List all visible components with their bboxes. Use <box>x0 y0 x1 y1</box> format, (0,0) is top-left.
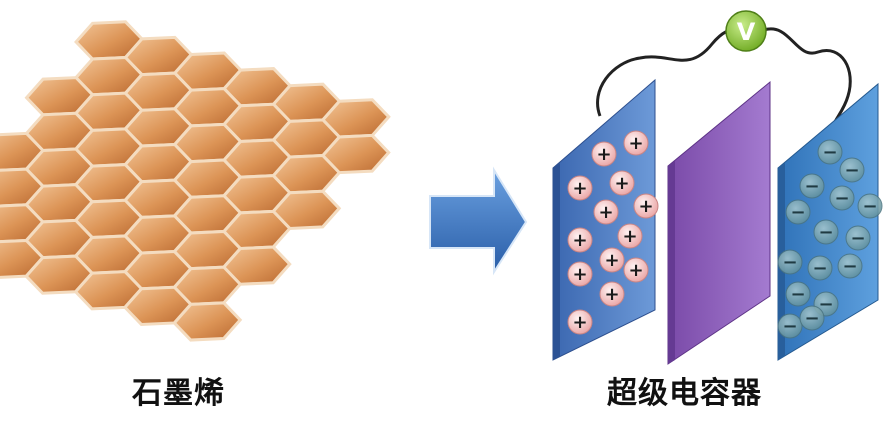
svg-text:+: + <box>572 264 587 285</box>
svg-text:−: − <box>818 222 833 243</box>
svg-text:−: − <box>812 258 827 279</box>
negative-ion-icon: − <box>813 219 839 245</box>
negative-ion-icon: − <box>845 225 871 251</box>
svg-text:−: − <box>782 316 797 337</box>
negative-ion-icon: − <box>785 281 811 307</box>
svg-text:+: + <box>572 178 587 199</box>
supercapacitor-caption: 超级电容器 <box>607 376 762 411</box>
positive-ion-icon: + <box>567 309 593 335</box>
svg-text:−: − <box>790 202 805 223</box>
positive-ion-icon: + <box>599 281 625 307</box>
left-electrode: +++++++++++++ <box>552 78 659 361</box>
positive-ion-icon: + <box>623 257 649 283</box>
positive-ion-icon: + <box>591 141 617 167</box>
voltmeter-icon: V <box>725 10 767 52</box>
svg-text:−: − <box>822 142 837 163</box>
negative-ion-icon: − <box>817 139 843 165</box>
svg-text:+: + <box>622 226 637 247</box>
svg-text:+: + <box>604 250 619 271</box>
svg-text:−: − <box>782 252 797 273</box>
positive-ion-group: +++++++++++++ <box>567 130 659 335</box>
negative-ion-icon: − <box>829 185 855 211</box>
arrow-right-icon <box>429 166 528 276</box>
voltmeter-label: V <box>737 18 756 46</box>
positive-ion-icon: + <box>593 199 619 225</box>
positive-ion-icon: + <box>567 227 593 253</box>
positive-ion-icon: + <box>599 247 625 273</box>
negative-ion-icon: − <box>837 253 863 279</box>
svg-text:−: − <box>842 256 857 277</box>
negative-ion-icon: − <box>799 173 825 199</box>
graphene-caption: 石墨烯 <box>132 376 225 411</box>
svg-text:+: + <box>638 196 653 217</box>
circuit-wire <box>596 27 852 125</box>
svg-text:−: − <box>834 188 849 209</box>
negative-ion-icon: − <box>785 199 811 225</box>
svg-text:+: + <box>604 284 619 305</box>
svg-text:+: + <box>628 133 643 154</box>
svg-text:−: − <box>862 196 877 217</box>
negative-ion-icon: − <box>857 193 883 219</box>
svg-text:+: + <box>628 260 643 281</box>
graphene-sheet <box>0 20 391 342</box>
negative-ion-group: −−−−−−−−−−−−−−− <box>777 139 883 339</box>
svg-text:+: + <box>598 202 613 223</box>
negative-ion-icon: − <box>777 313 803 339</box>
positive-ion-icon: + <box>567 261 593 287</box>
separator-membrane <box>667 80 771 365</box>
svg-text:−: − <box>850 228 865 249</box>
negative-ion-icon: − <box>799 305 825 331</box>
svg-text:−: − <box>844 160 859 181</box>
svg-text:−: − <box>804 176 819 197</box>
svg-text:−: − <box>790 284 805 305</box>
svg-text:+: + <box>572 230 587 251</box>
right-electrode: −−−−−−−−−−−−−−− <box>777 82 883 361</box>
positive-ion-icon: + <box>633 193 659 219</box>
svg-text:−: − <box>818 294 833 315</box>
svg-text:+: + <box>572 312 587 333</box>
svg-text:+: + <box>614 173 629 194</box>
positive-ion-icon: + <box>567 175 593 201</box>
positive-ion-icon: + <box>609 170 635 196</box>
positive-ion-icon: + <box>623 130 649 156</box>
negative-ion-icon: − <box>807 255 833 281</box>
negative-ion-icon: − <box>839 157 865 183</box>
svg-text:−: − <box>804 308 819 329</box>
graphene-hexagon <box>172 301 243 342</box>
positive-ion-icon: + <box>617 223 643 249</box>
negative-ion-icon: − <box>777 249 803 275</box>
svg-text:+: + <box>596 144 611 165</box>
